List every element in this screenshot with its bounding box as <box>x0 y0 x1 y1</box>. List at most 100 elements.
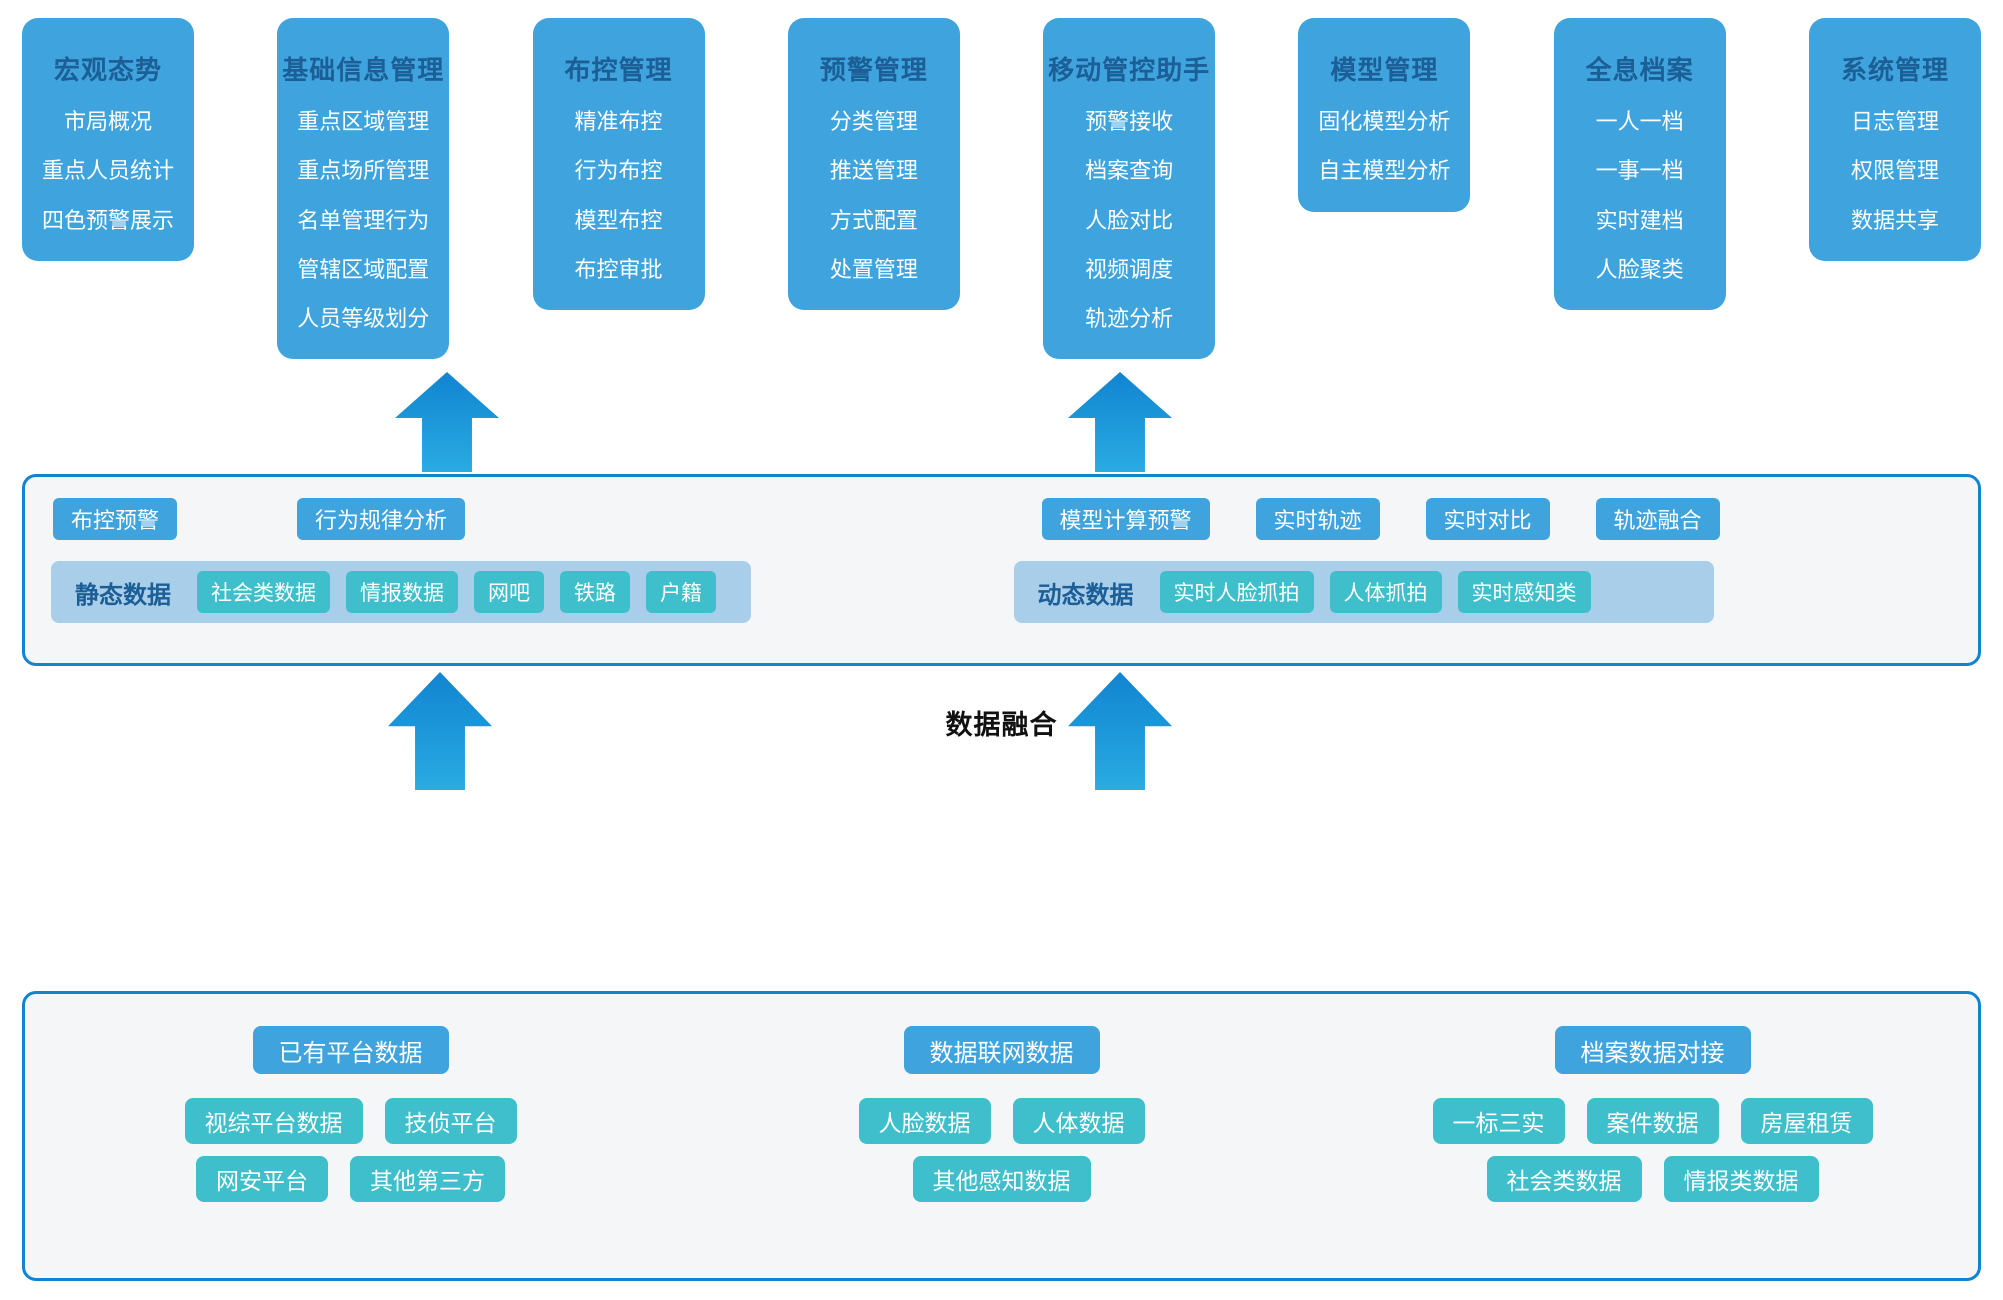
data-source-chip[interactable]: 视综平台数据 <box>184 1098 363 1144</box>
module-item[interactable]: 视频调度 <box>1085 256 1174 282</box>
data-chip[interactable]: 实时人脸抓拍 <box>1159 571 1314 613</box>
module-title: 预警管理 <box>819 55 928 85</box>
capability-pill[interactable]: 模型计算预警 <box>1041 498 1210 540</box>
application-modules-row: 宏观态势市局概况重点人员统计四色预警展示基础信息管理重点区域管理重点场所管理名单… <box>22 18 1981 376</box>
module-item[interactable]: 精准布控 <box>574 109 663 134</box>
data-source-header[interactable]: 已有平台数据 <box>252 1026 449 1074</box>
data-source-row: 一标三实案件数据房屋租赁 <box>1432 1098 1873 1144</box>
capability-pill[interactable]: 实时轨迹 <box>1255 498 1380 540</box>
module-item[interactable]: 重点人员统计 <box>41 158 174 184</box>
module-item[interactable]: 轨迹分析 <box>1085 306 1174 332</box>
data-chip[interactable]: 实时感知类 <box>1457 571 1591 613</box>
module-item[interactable]: 人脸对比 <box>1085 207 1174 233</box>
data-source-chip[interactable]: 案件数据 <box>1586 1098 1719 1144</box>
module-item[interactable]: 日志管理 <box>1850 109 1939 134</box>
data-strip-label: 静态数据 <box>75 581 171 609</box>
data-source-header[interactable]: 数据联网数据 <box>903 1026 1100 1074</box>
data-source-chip[interactable]: 房屋租赁 <box>1740 1098 1873 1144</box>
data-source-row: 社会类数据情报类数据 <box>1486 1156 1819 1202</box>
module-item[interactable]: 权限管理 <box>1850 158 1939 184</box>
module-item[interactable]: 布控审批 <box>574 256 663 282</box>
data-source-group: 档案数据对接一标三实案件数据房屋租赁社会类数据情报类数据 <box>1327 994 1978 1278</box>
module-title: 模型管理 <box>1330 55 1439 85</box>
module-card[interactable]: 移动管控助手预警接收档案查询人脸对比视频调度轨迹分析 <box>1043 18 1216 360</box>
data-chip[interactable]: 情报数据 <box>346 571 458 613</box>
data-source-chip[interactable]: 一标三实 <box>1432 1098 1565 1144</box>
data-source-chip[interactable]: 网安平台 <box>196 1156 328 1202</box>
module-item[interactable]: 档案查询 <box>1085 158 1174 184</box>
arrow-布控管理-up-icon <box>395 372 499 472</box>
data-strip-label: 动态数据 <box>1037 581 1134 609</box>
capability-pill[interactable]: 布控预警 <box>53 498 178 540</box>
dynamic-data-strip: 动态数据实时人脸抓拍人体抓拍实时感知类 <box>1013 561 1714 623</box>
module-card[interactable]: 布控管理精准布控行为布控模型布控布控审批 <box>532 18 705 311</box>
module-item[interactable]: 自主模型分析 <box>1318 158 1451 184</box>
module-item[interactable]: 实时建档 <box>1595 207 1684 233</box>
module-item[interactable]: 数据共享 <box>1850 207 1939 233</box>
static-data-strip: 静态数据社会类数据情报数据网吧铁路户籍 <box>51 561 751 623</box>
data-chip[interactable]: 社会类数据 <box>197 571 330 613</box>
data-source-row: 其他感知数据 <box>912 1156 1091 1202</box>
module-title: 移动管控助手 <box>1048 55 1211 85</box>
module-title: 布控管理 <box>564 55 673 85</box>
module-item[interactable]: 行为布控 <box>574 158 663 184</box>
module-item[interactable]: 重点场所管理 <box>297 158 430 184</box>
module-card[interactable]: 基础信息管理重点区域管理重点场所管理名单管理行为管辖区域配置人员等级划分 <box>277 18 450 360</box>
data-source-row: 人脸数据人体数据 <box>858 1098 1145 1144</box>
capability-pill[interactable]: 轨迹融合 <box>1595 498 1720 540</box>
data-source-chip[interactable]: 情报类数据 <box>1663 1156 1819 1202</box>
data-chip[interactable]: 网吧 <box>474 571 544 613</box>
module-title: 系统管理 <box>1840 55 1949 85</box>
data-source-chip[interactable]: 技侦平台 <box>384 1098 517 1144</box>
data-chip[interactable]: 户籍 <box>646 571 716 613</box>
arrow-static-fusion-up-icon <box>388 672 492 790</box>
module-item[interactable]: 四色预警展示 <box>41 207 174 233</box>
arrow-模型管理-up-icon <box>1068 372 1172 472</box>
module-item[interactable]: 名单管理行为 <box>297 207 430 233</box>
data-source-row: 视综平台数据技侦平台 <box>184 1098 517 1144</box>
module-item[interactable]: 分类管理 <box>829 109 918 134</box>
module-item[interactable]: 固化模型分析 <box>1318 109 1451 134</box>
module-item[interactable]: 方式配置 <box>829 207 918 233</box>
data-chip[interactable]: 人体抓拍 <box>1329 571 1442 613</box>
data-source-band: 已有平台数据视综平台数据技侦平台网安平台其他第三方数据联网数据人脸数据人体数据其… <box>22 991 1981 1281</box>
data-source-chip[interactable]: 其他第三方 <box>350 1156 505 1202</box>
static-data-half: 布控预警 行为规律分析 静态数据社会类数据情报数据网吧铁路户籍 <box>25 477 1002 663</box>
capability-pill[interactable]: 实时对比 <box>1425 498 1550 540</box>
module-item[interactable]: 模型布控 <box>574 207 663 233</box>
capability-pill[interactable]: 行为规律分析 <box>297 498 466 540</box>
static-capability-pills: 布控预警 行为规律分析 <box>25 477 1002 561</box>
data-source-header[interactable]: 档案数据对接 <box>1554 1026 1751 1074</box>
dynamic-capability-pills: 模型计算预警 实时轨迹 实时对比 轨迹融合 <box>1002 477 1979 561</box>
module-item[interactable]: 一事一档 <box>1595 158 1684 184</box>
module-item[interactable]: 重点区域管理 <box>297 109 430 134</box>
module-item[interactable]: 推送管理 <box>829 158 918 184</box>
data-chip[interactable]: 铁路 <box>560 571 630 613</box>
module-title: 宏观态势 <box>53 55 162 85</box>
data-source-chip[interactable]: 人体数据 <box>1012 1098 1145 1144</box>
module-card[interactable]: 模型管理固化模型分析自主模型分析 <box>1298 18 1471 212</box>
data-source-rows: 一标三实案件数据房屋租赁社会类数据情报类数据 <box>1327 1098 1978 1202</box>
module-card[interactable]: 全息档案一人一档一事一档实时建档人脸聚类 <box>1553 18 1726 311</box>
module-item[interactable]: 一人一档 <box>1595 109 1684 134</box>
module-card[interactable]: 预警管理分类管理推送管理方式配置处置管理 <box>787 18 960 311</box>
dynamic-data-half: 模型计算预警 实时轨迹 实时对比 轨迹融合 动态数据实时人脸抓拍人体抓拍实时感知类 <box>1002 477 1979 663</box>
data-source-rows: 视综平台数据技侦平台网安平台其他第三方 <box>25 1098 676 1202</box>
module-title: 基础信息管理 <box>282 55 445 85</box>
module-item[interactable]: 市局概况 <box>63 109 152 134</box>
data-fusion-label: 数据融合 <box>945 710 1058 740</box>
module-item[interactable]: 人脸聚类 <box>1595 256 1684 282</box>
data-source-chip[interactable]: 社会类数据 <box>1486 1156 1642 1202</box>
data-source-chip[interactable]: 其他感知数据 <box>912 1156 1091 1202</box>
module-item[interactable]: 处置管理 <box>829 256 918 282</box>
capability-band: 布控预警 行为规律分析 静态数据社会类数据情报数据网吧铁路户籍 模型计算预警 实时轨… <box>22 474 1981 666</box>
module-card[interactable]: 系统管理日志管理权限管理数据共享 <box>1808 18 1981 261</box>
module-card[interactable]: 宏观态势市局概况重点人员统计四色预警展示 <box>22 18 194 261</box>
data-source-row: 网安平台其他第三方 <box>196 1156 505 1202</box>
data-source-group: 数据联网数据人脸数据人体数据其他感知数据 <box>676 994 1327 1278</box>
module-item[interactable]: 预警接收 <box>1085 109 1174 134</box>
data-source-group: 已有平台数据视综平台数据技侦平台网安平台其他第三方 <box>25 994 676 1278</box>
module-item[interactable]: 管辖区域配置 <box>297 256 430 282</box>
module-item[interactable]: 人员等级划分 <box>297 306 430 332</box>
data-source-chip[interactable]: 人脸数据 <box>858 1098 991 1144</box>
